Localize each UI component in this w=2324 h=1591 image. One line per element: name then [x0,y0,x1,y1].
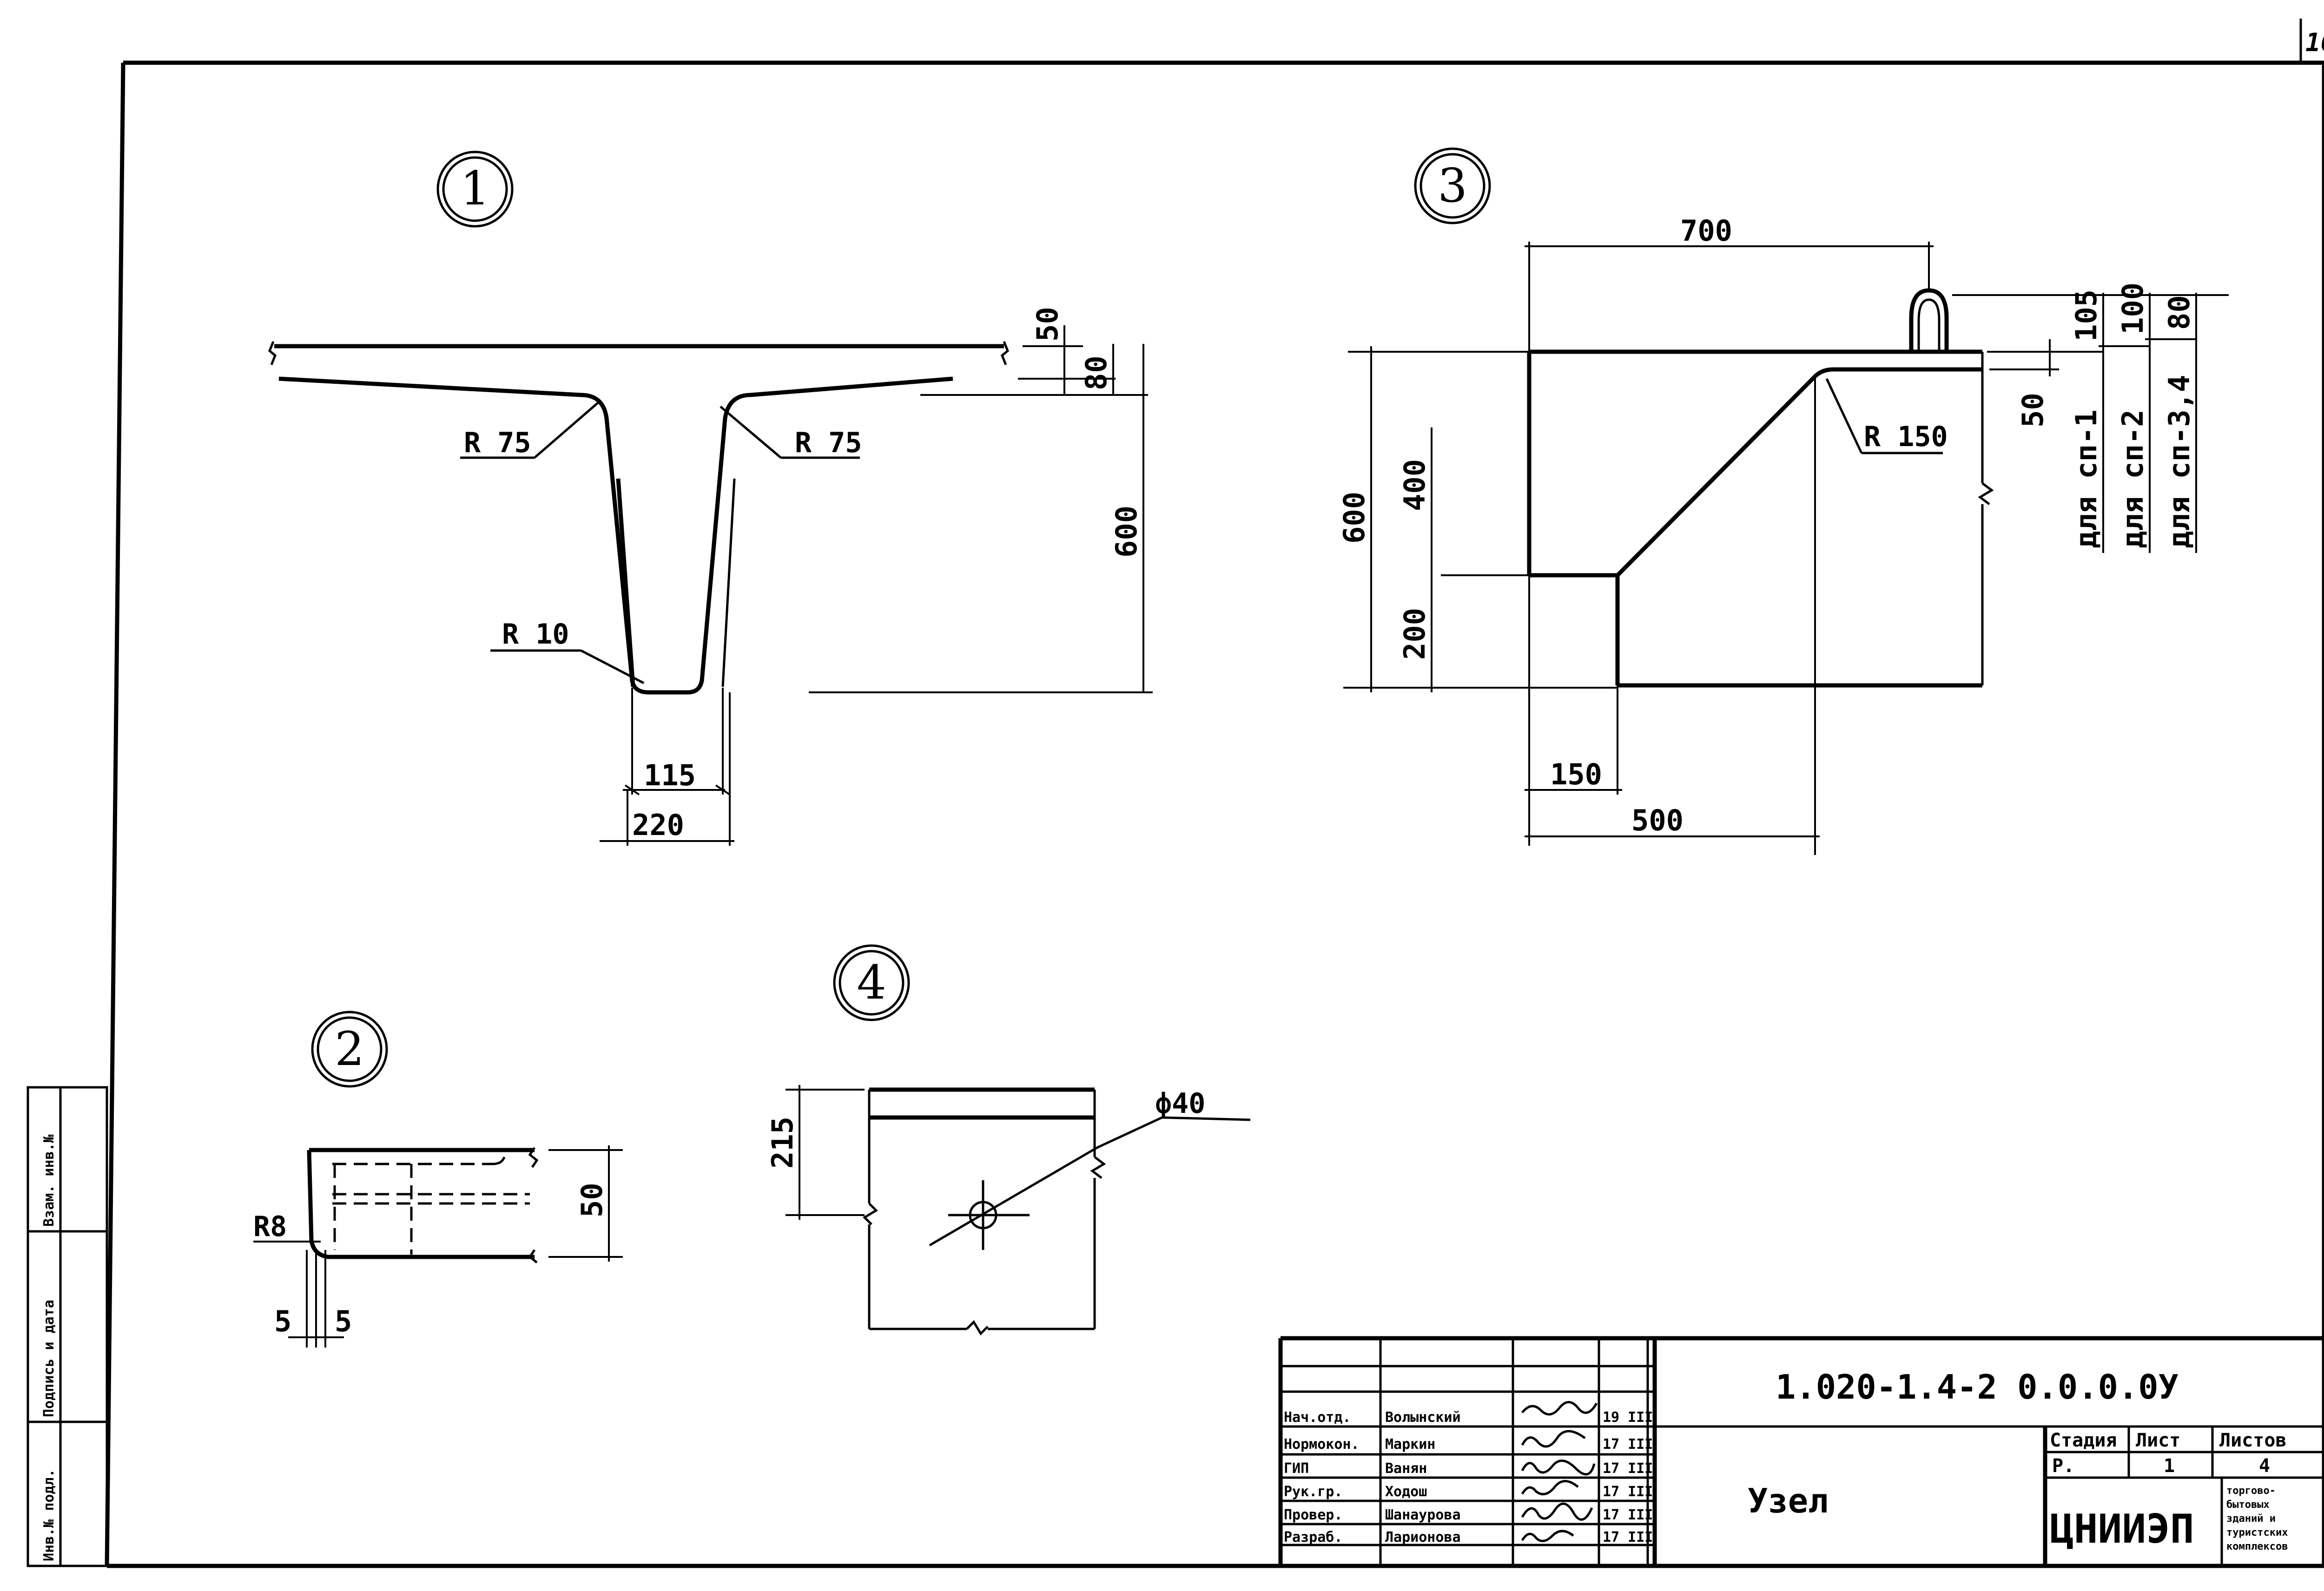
detail-1-dimensions [600,325,1153,846]
header-stage: Стадия [2050,1430,2117,1451]
node-1-label: 1 [460,161,490,216]
node-4-label: 4 [857,955,886,1010]
signature-date: 17 III [1603,1484,1653,1500]
detail-1-dim-220: 220 [632,808,684,842]
signature-role: Нормокон. [1284,1436,1360,1453]
signature-date: 17 III [1603,1436,1653,1453]
detail-1-profile [268,341,1009,695]
header-sheets: Листов [2219,1430,2287,1451]
document-title: Узел [1748,1481,1828,1520]
detail-1-dim-600: 600 [1109,506,1143,558]
signature-date: 17 III [1603,1460,1653,1477]
signature-name: Волынский [1385,1409,1461,1426]
node-1-marker: 1 [436,151,514,228]
node-3-label: 3 [1438,158,1467,213]
detail-3-dim-700: 700 [1680,214,1732,248]
signature-name: Маркин [1385,1436,1435,1453]
organization-sub-5: комплексов [2226,1541,2288,1552]
detail-3-dim-150: 150 [1550,757,1602,791]
detail-3-table-label-3: для сп-3,4 [2162,375,2196,548]
detail-4-plate [862,1087,1251,1336]
detail-4-diameter: ф40 [1155,1087,1205,1120]
node-2-label: 2 [335,1022,364,1076]
node-4-marker: 4 [833,944,910,1021]
detail-2-profile [307,1147,539,1263]
detail-2-dim-5a: 5 [274,1304,291,1338]
value-stage: Р. [2052,1455,2074,1477]
detail-1-radius-bottom: R 10 [502,618,569,651]
side-stamp-field-1: Инв.№ подл. [41,1469,57,1561]
organization-sub-1: торгово- [2226,1485,2276,1497]
organization-sub-2: бытовых [2226,1499,2270,1511]
signature-name: Шанаурова [1385,1507,1461,1523]
detail-3-dim-200: 200 [1398,608,1432,660]
title-block [1278,1336,2324,1566]
detail-3-table-label-1: для сп-1 [2069,409,2103,548]
signature-role: Разраб. [1284,1529,1342,1545]
signature-name: Ходош [1385,1484,1427,1500]
signature-role: Нач.отд. [1284,1409,1351,1426]
header-sheet: Лист [2136,1430,2180,1451]
value-sheet: 1 [2164,1455,2175,1477]
detail-3-dim-600: 600 [1337,492,1371,544]
signature-date: 17 III [1603,1529,1653,1545]
detail-3-dimensions [1343,242,2229,855]
side-stamp [26,1086,108,1567]
side-stamp-field-3: Взам. инв.№ [41,1134,57,1227]
detail-1-radius-right: R 75 [795,427,862,459]
detail-2-dim-50: 50 [575,1183,609,1217]
detail-1-dim-115: 115 [644,758,696,792]
signature-date: 17 III [1603,1507,1653,1523]
detail-2-dimensions [253,1145,623,1348]
detail-2-dim-5b: 5 [335,1304,352,1338]
organization-sub-4: туристских [2226,1527,2288,1538]
detail-2-radius: R8 [253,1210,287,1243]
detail-1-dim-50: 50 [1030,307,1064,342]
detail-3-table-label-2: для сп-2 [2116,409,2150,548]
signature-name: Ларионова [1385,1529,1461,1545]
organization-name: ЦНИИЭП [2050,1506,2194,1552]
detail-3-dim-50: 50 [2016,393,2050,427]
detail-3-radius: R 150 [1864,421,1948,453]
node-2-marker: 2 [311,1011,388,1088]
handwritten-signatures [1521,1401,1598,1542]
signature-role: Рук.гр. [1284,1484,1342,1500]
page-number: 16 [2305,28,2324,57]
organization-sub-3: зданий и [2226,1513,2276,1525]
detail-1-dim-80: 80 [1079,355,1113,390]
node-3-marker: 3 [1414,147,1491,224]
detail-3-dim-500: 500 [1631,803,1684,837]
detail-3-dim-400: 400 [1398,459,1432,511]
signature-date: 19 III [1603,1409,1653,1426]
signature-role: Провер. [1284,1507,1342,1523]
signature-role: ГИП [1284,1460,1309,1477]
detail-4-dim-215: 215 [766,1117,799,1169]
detail-1-radius-left: R 75 [464,427,531,459]
detail-3-table-value-1: 105 [2069,289,2103,342]
detail-3-profile [1527,288,1994,688]
value-sheets: 4 [2259,1455,2270,1477]
document-code: 1.020-1.4-2 0.0.0.0У [1776,1367,2179,1407]
signature-name: Ванян [1385,1460,1427,1477]
detail-3-table-value-3: 80 [2162,295,2196,330]
detail-4-dimensions [786,1085,865,1220]
detail-3-table-value-2: 100 [2116,283,2150,335]
side-stamp-field-2: Подпись и дата [41,1300,57,1417]
sheet-frame [105,19,2324,1568]
